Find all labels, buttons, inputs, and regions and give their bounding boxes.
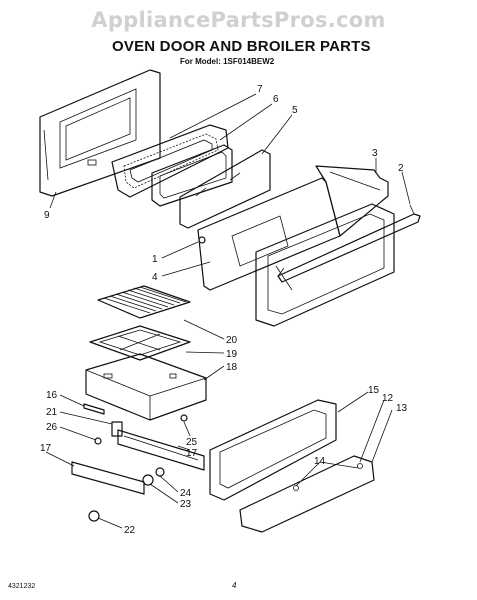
inner-door-panel — [39, 69, 161, 197]
window-frame — [151, 144, 233, 207]
callout-24: 24 — [180, 488, 192, 499]
callout-15: 15 — [368, 385, 380, 396]
callout-19: 19 — [226, 349, 238, 360]
footer-part-code: 4321232 — [8, 583, 36, 590]
footer-page-number: 4 — [232, 581, 237, 590]
outer-door-frame — [255, 203, 395, 327]
callout-5: 5 — [292, 105, 298, 116]
door-handle — [277, 204, 421, 283]
callout-26: 26 — [46, 422, 58, 433]
broiler-drawer — [85, 353, 207, 421]
callout-7: 7 — [257, 84, 263, 95]
callout-17-upper: 17 — [186, 448, 198, 459]
callout-22: 22 — [124, 525, 136, 536]
model-line: For Model: 1SF014BEW2 — [180, 57, 275, 66]
roller-nut — [142, 474, 154, 486]
outer-door-glass — [197, 177, 341, 291]
callout-12: 12 — [382, 393, 394, 404]
callout-2: 2 — [398, 163, 404, 174]
drawer-handle — [83, 403, 105, 415]
callout-21: 21 — [46, 407, 58, 418]
door-gasket — [111, 124, 229, 198]
callout-20: 20 — [226, 335, 238, 346]
callout-3: 3 — [372, 148, 378, 159]
drawer-screw — [94, 437, 102, 445]
callout-numbers: 7 6 5 3 2 9 1 4 20 19 18 16 21 26 25 17 … — [40, 84, 408, 536]
broiler-grid — [97, 285, 191, 319]
drawer-clip — [111, 421, 123, 437]
callout-17-lower: 17 — [40, 443, 52, 454]
callout-13: 13 — [396, 403, 408, 414]
broiler-pan — [89, 325, 191, 361]
callout-4: 4 — [152, 272, 158, 283]
slide-roller — [155, 467, 165, 477]
watermark: AppliancePartsPros.com — [91, 8, 386, 32]
drawer-front-panel — [209, 399, 337, 501]
drawer-slide-upper — [117, 429, 205, 471]
callout-16: 16 — [46, 390, 58, 401]
door-screw — [198, 236, 206, 244]
callout-9: 9 — [44, 210, 50, 221]
drawer-trim — [239, 455, 375, 533]
callout-6: 6 — [273, 94, 279, 105]
window-glass — [179, 149, 271, 229]
callout-18: 18 — [226, 362, 238, 373]
callout-1: 1 — [152, 254, 158, 265]
callout-23: 23 — [180, 499, 192, 510]
leader-lines — [45, 93, 411, 529]
lower-roller — [88, 510, 100, 522]
slide-screw — [180, 414, 188, 422]
callout-14: 14 — [314, 456, 326, 467]
callout-25: 25 — [186, 437, 198, 448]
drawer-slide-lower — [71, 461, 145, 495]
page-title: OVEN DOOR AND BROILER PARTS — [112, 38, 371, 55]
door-top-cap — [315, 165, 389, 237]
